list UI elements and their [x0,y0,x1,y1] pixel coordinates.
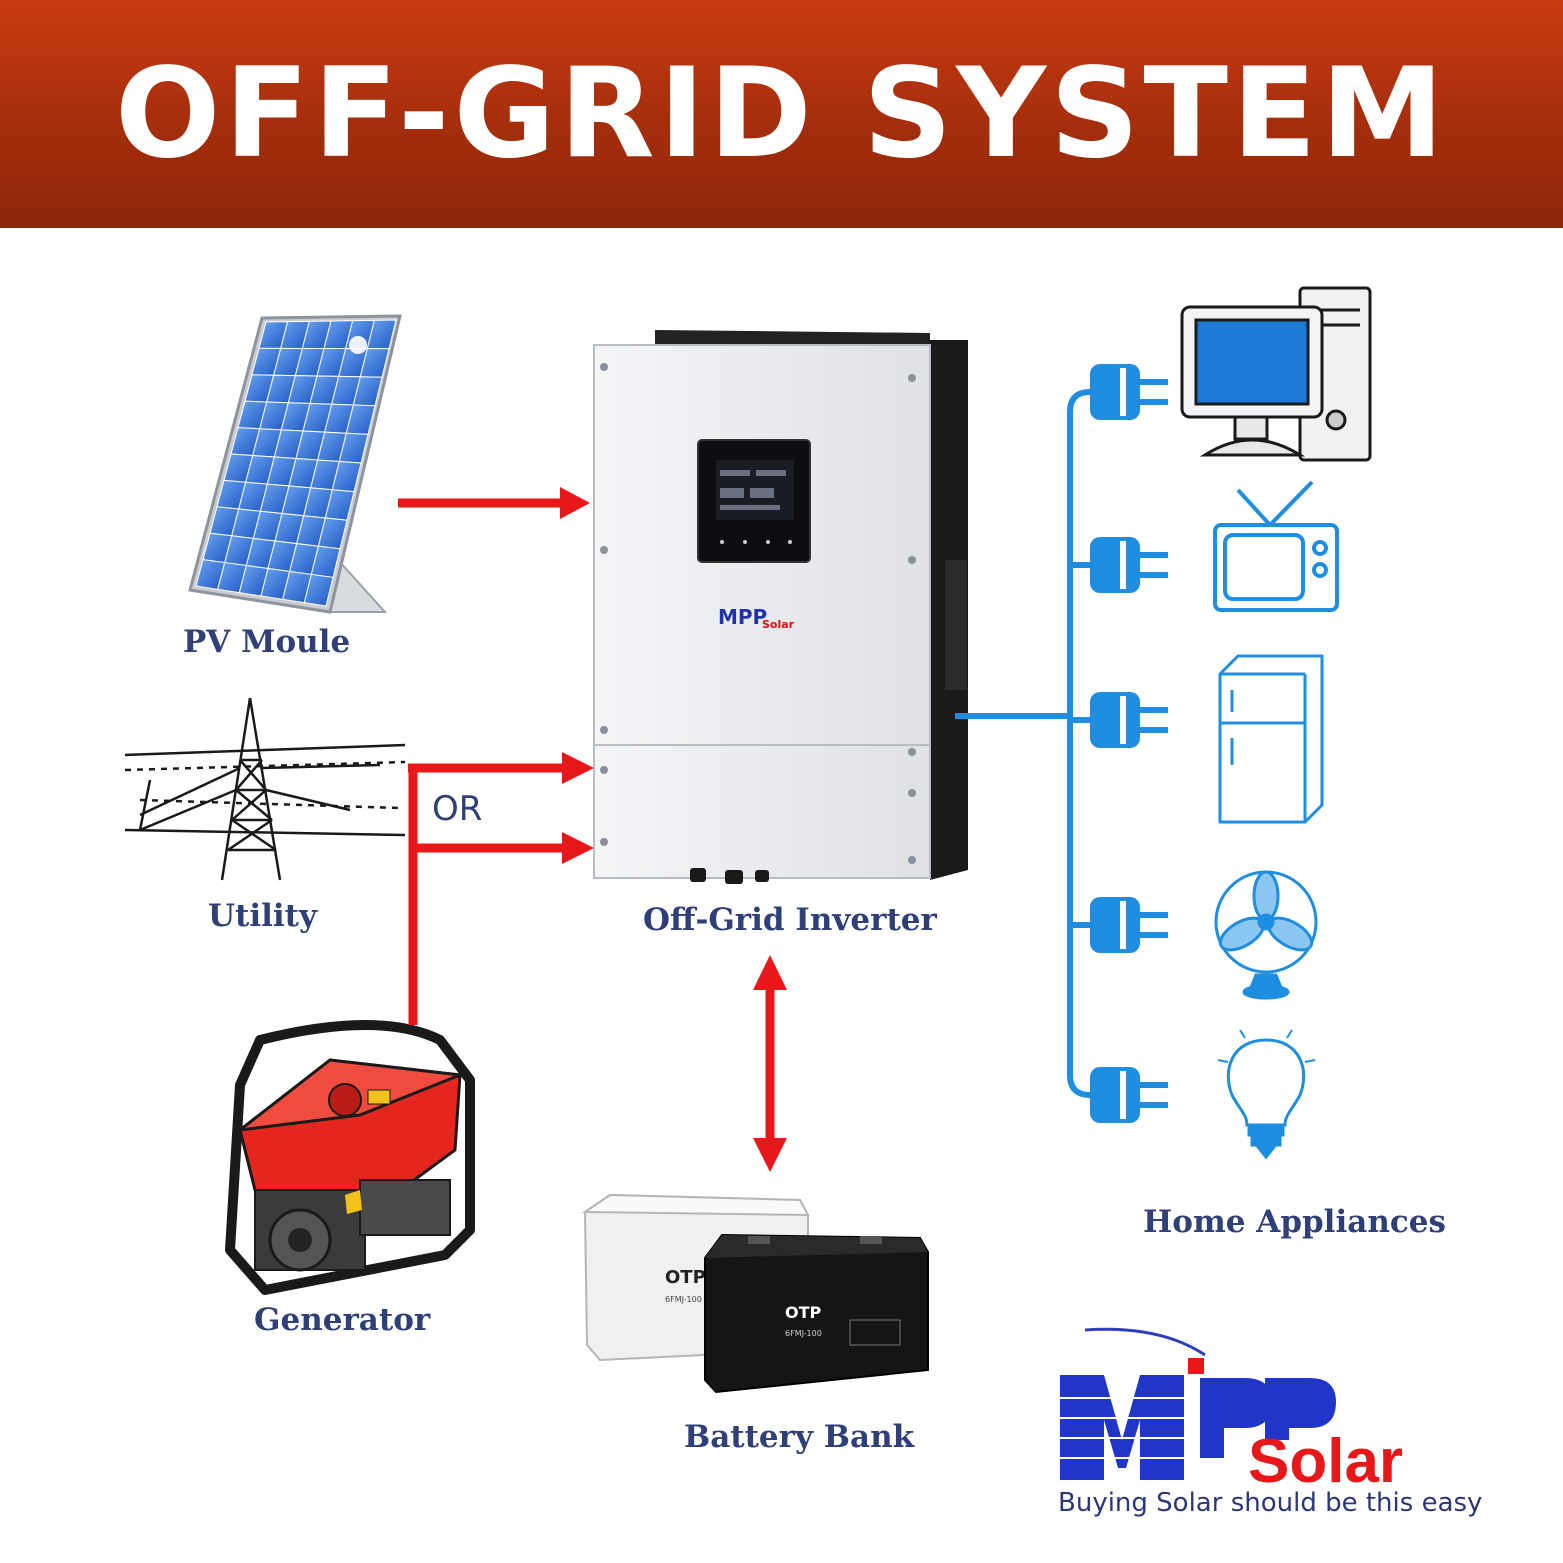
inverter-label: Off-Grid Inverter [643,902,937,938]
svg-text:OTP: OTP [665,1267,706,1288]
home-appliances-label: Home Appliances [1143,1204,1446,1240]
or-label: OR [432,789,483,829]
fan-icon [1214,870,1318,1000]
svg-text:MPP: MPP [718,605,767,629]
generator-label: Generator [254,1302,431,1338]
inverter-icon: MPP Solar [593,330,968,884]
svg-text:6FMJ-100: 6FMJ-100 [785,1329,822,1338]
plug-icon [1090,537,1168,593]
plug-icon [1090,364,1168,420]
mpp-solar-logo: Solar [1060,1327,1403,1496]
light-bulb-icon [1217,1029,1316,1160]
plug-icon [1090,897,1168,953]
system-diagram: MPP Solar OTP 6FMJ-100 OTP 6FMJ-100 [124,286,1403,1496]
appliance-wiring [955,389,1091,1098]
arrow-heads [560,487,787,1172]
battery-bank-label: Battery Bank [684,1419,915,1455]
battery-bank-icon: OTP 6FMJ-100 OTP 6FMJ-100 [581,1193,929,1394]
logo-tagline: Buying Solar should be this easy [1058,1488,1483,1518]
svg-text:6FMJ-100: 6FMJ-100 [665,1295,702,1304]
plug-icons [1090,364,1168,1123]
utility-tower-icon [124,697,406,881]
title-banner: OFF-GRID SYSTEM [0,0,1563,228]
plug-icon [1090,692,1168,748]
generator-icon [225,1020,475,1295]
utility-label: Utility [208,898,318,934]
page-title: OFF-GRID SYSTEM [114,42,1449,186]
pv-module-label: PV Moule [183,624,351,660]
plug-icon [1090,1067,1168,1123]
svg-text:Solar: Solar [1248,1427,1403,1496]
svg-text:Solar: Solar [762,618,795,631]
svg-text:OTP: OTP [785,1303,822,1322]
computer-icon [1180,286,1372,462]
refrigerator-icon [1218,654,1324,824]
input-arrows [398,498,775,1145]
pv-panel-icon [188,314,402,614]
tv-icon [1213,480,1339,612]
